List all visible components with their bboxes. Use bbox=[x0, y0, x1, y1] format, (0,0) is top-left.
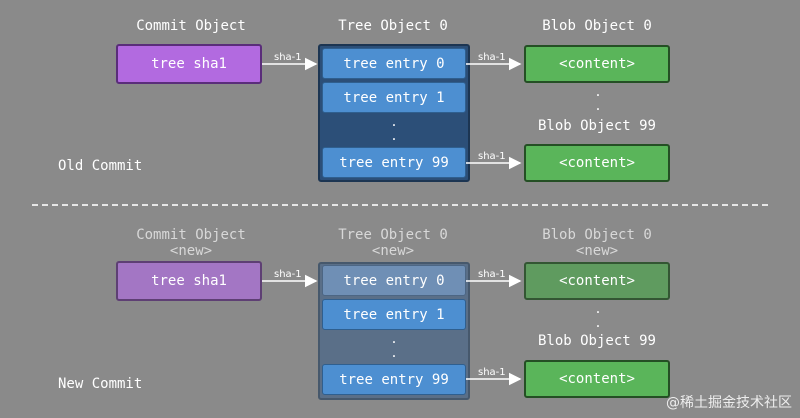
old-blob-object-0-title: Blob Object 0 bbox=[542, 18, 652, 34]
old-tree-ellipsis-dot-1: . bbox=[390, 115, 398, 129]
new-tree-entry-0: tree entry 0 bbox=[322, 265, 466, 296]
old-blob-ellipsis-dot-2: . bbox=[594, 99, 602, 113]
new-tree-entry-99: tree entry 99 bbox=[322, 364, 466, 395]
new-blob-0-content: <content> bbox=[524, 262, 670, 300]
watermark: @稀土掘金技术社区 bbox=[666, 395, 792, 411]
old-blob-0-content: <content> bbox=[524, 45, 670, 83]
section-divider bbox=[32, 204, 768, 206]
old-tree-entry-99: tree entry 99 bbox=[322, 147, 466, 178]
old-commit-tree-sha1-box: tree sha1 bbox=[116, 44, 262, 84]
old-tree-ellipsis-dot-2: . bbox=[390, 129, 398, 143]
new-commit-label: New Commit bbox=[58, 376, 143, 392]
new-blob-object-99-title: Blob Object 99 bbox=[537, 333, 656, 349]
new-commit-tree-sha1-box: tree sha1 bbox=[116, 261, 262, 301]
old-blob-ellipsis-dot-1: . bbox=[594, 85, 602, 99]
new-commit-to-tree-arrow-label: sha-1 bbox=[274, 269, 302, 280]
new-blob-ellipsis-dot-2: . bbox=[594, 316, 602, 330]
new-entry99-to-blob99-arrow-label: sha-1 bbox=[478, 367, 506, 378]
new-blob-99-content: <content> bbox=[524, 360, 670, 398]
old-blob-99-content: <content> bbox=[524, 144, 670, 182]
new-tree-object-subtitle: <new> bbox=[371, 243, 415, 259]
new-blob-object-0-title: Blob Object 0 bbox=[542, 227, 652, 243]
new-tree-ellipsis-dot-2: . bbox=[390, 346, 398, 360]
old-blob-object-99-title: Blob Object 99 bbox=[537, 118, 656, 134]
new-blob-ellipsis-dot-1: . bbox=[594, 302, 602, 316]
old-commit-object-title: Commit Object bbox=[136, 18, 246, 34]
old-tree-entry-0: tree entry 0 bbox=[322, 48, 466, 79]
new-entry0-to-blob0-arrow-label: sha-1 bbox=[478, 269, 506, 280]
new-commit-object-subtitle: <new> bbox=[169, 243, 213, 259]
old-entry0-to-blob0-arrow-label: sha-1 bbox=[478, 52, 506, 63]
new-tree-ellipsis-dot-1: . bbox=[390, 332, 398, 346]
old-tree-entry-1: tree entry 1 bbox=[322, 82, 466, 113]
new-commit-object-title: Commit Object bbox=[136, 227, 246, 243]
new-tree-entry-1: tree entry 1 bbox=[322, 299, 466, 330]
old-commit-label: Old Commit bbox=[58, 158, 143, 174]
old-commit-to-tree-arrow-label: sha-1 bbox=[274, 52, 302, 63]
new-blob-object-0-subtitle: <new> bbox=[575, 243, 619, 259]
old-entry99-to-blob99-arrow-label: sha-1 bbox=[478, 151, 506, 162]
old-tree-object-title: Tree Object 0 bbox=[338, 18, 448, 34]
new-tree-object-title: Tree Object 0 bbox=[338, 227, 448, 243]
